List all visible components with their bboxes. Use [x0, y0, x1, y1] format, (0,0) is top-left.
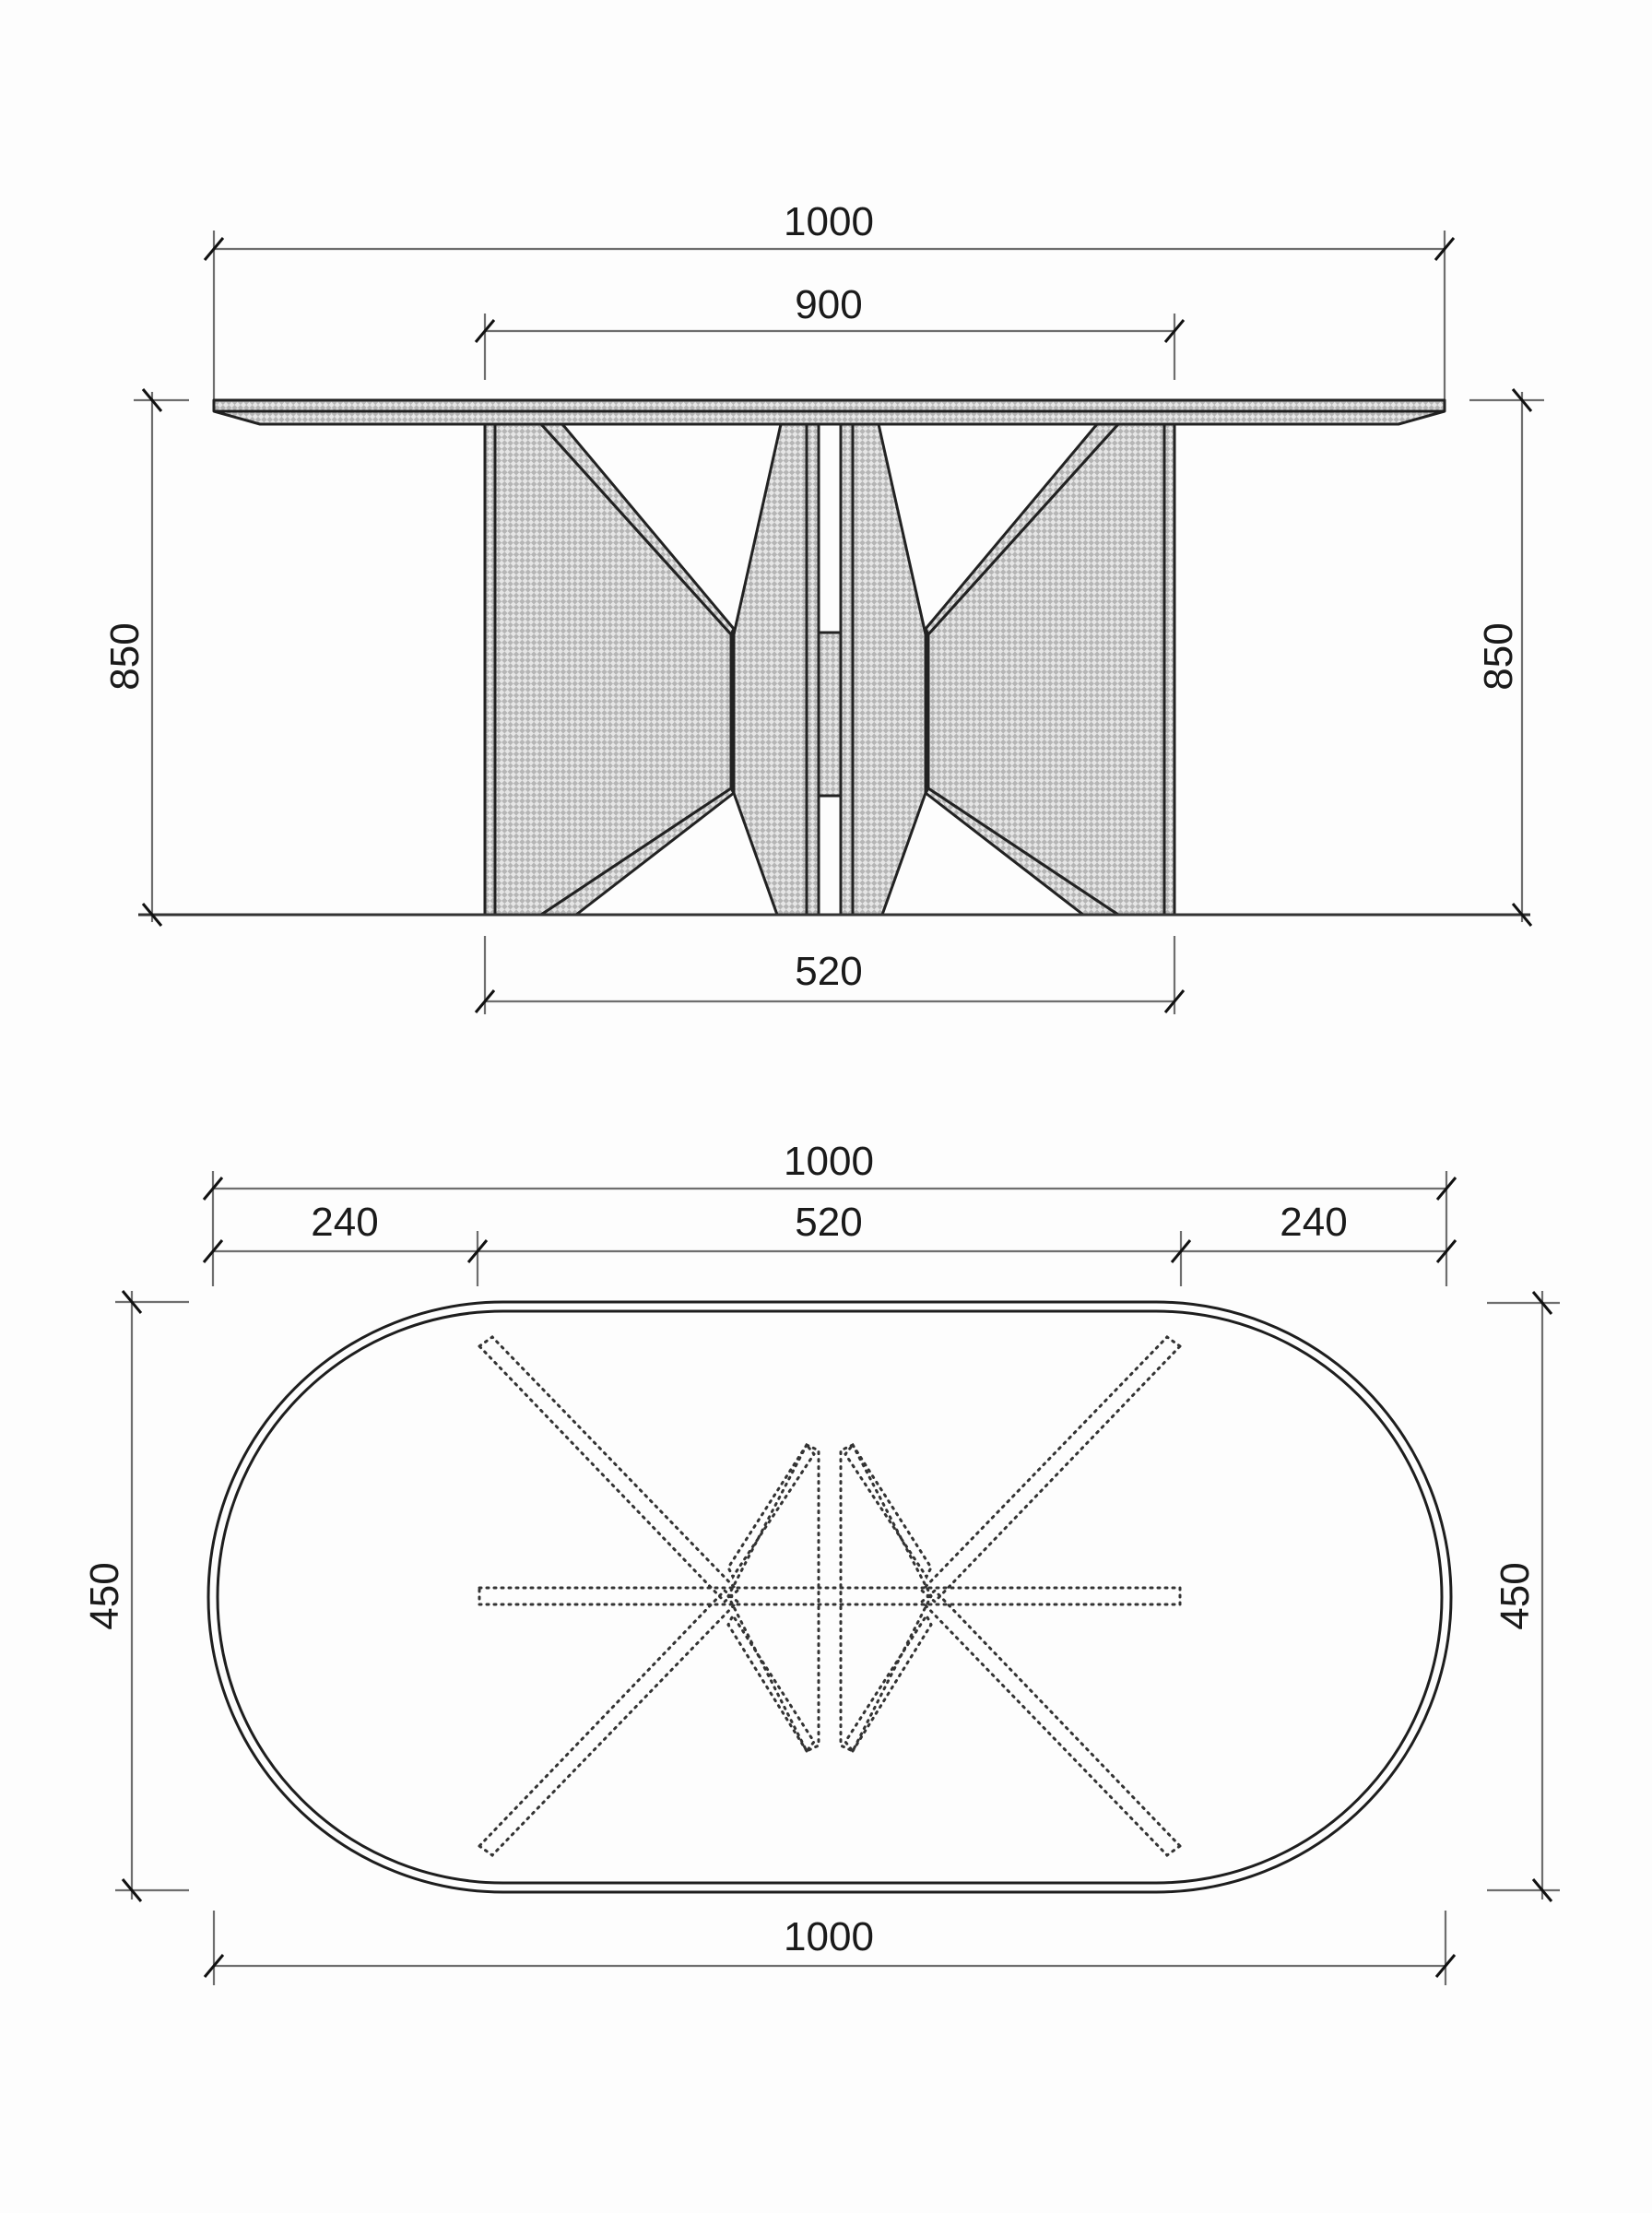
front-elevation: 1000 900	[102, 199, 1544, 1014]
dimension-label: 520	[795, 949, 862, 994]
tabletop-profile	[212, 398, 1446, 426]
dimension-plan-chain: 240 520 240	[202, 1200, 1457, 1286]
dimension-apron-width: 900	[474, 282, 1186, 380]
dimension-label: 240	[1280, 1200, 1347, 1245]
dimension-plan-overall-top: 1000	[202, 1139, 1457, 1286]
dimension-label: 900	[795, 282, 862, 327]
dimension-label: 450	[1493, 1562, 1538, 1629]
left-leg-panel	[483, 422, 736, 917]
dimension-plan-depth-right: 450	[1487, 1291, 1560, 1902]
dimension-height-left: 850	[102, 388, 189, 927]
dimension-label: 450	[82, 1562, 127, 1629]
dimension-height-right: 850	[1469, 388, 1544, 927]
dimension-plan-overall-bottom: 1000	[203, 1911, 1457, 1985]
dimension-base-width: 520	[474, 936, 1186, 1014]
oval-tabletop	[206, 1300, 1453, 1894]
plan-view: 1000 240 520 240	[82, 1139, 1560, 1985]
center-slot	[817, 422, 843, 917]
dimension-label: 240	[311, 1200, 378, 1245]
hidden-base-outline	[477, 1335, 1183, 1857]
dimension-label: 520	[795, 1200, 862, 1245]
dimension-plan-depth-left: 450	[82, 1290, 189, 1902]
dimension-label: 1000	[784, 1914, 874, 1959]
dimension-label: 1000	[784, 199, 874, 244]
dimension-overall-width: 1000	[203, 199, 1456, 404]
right-leg-panel	[924, 422, 1176, 917]
dimension-label: 1000	[784, 1139, 874, 1184]
dimension-label: 850	[102, 622, 148, 690]
center-post-left	[732, 422, 820, 917]
dimension-label: 850	[1476, 622, 1521, 690]
center-post-right	[839, 422, 927, 917]
